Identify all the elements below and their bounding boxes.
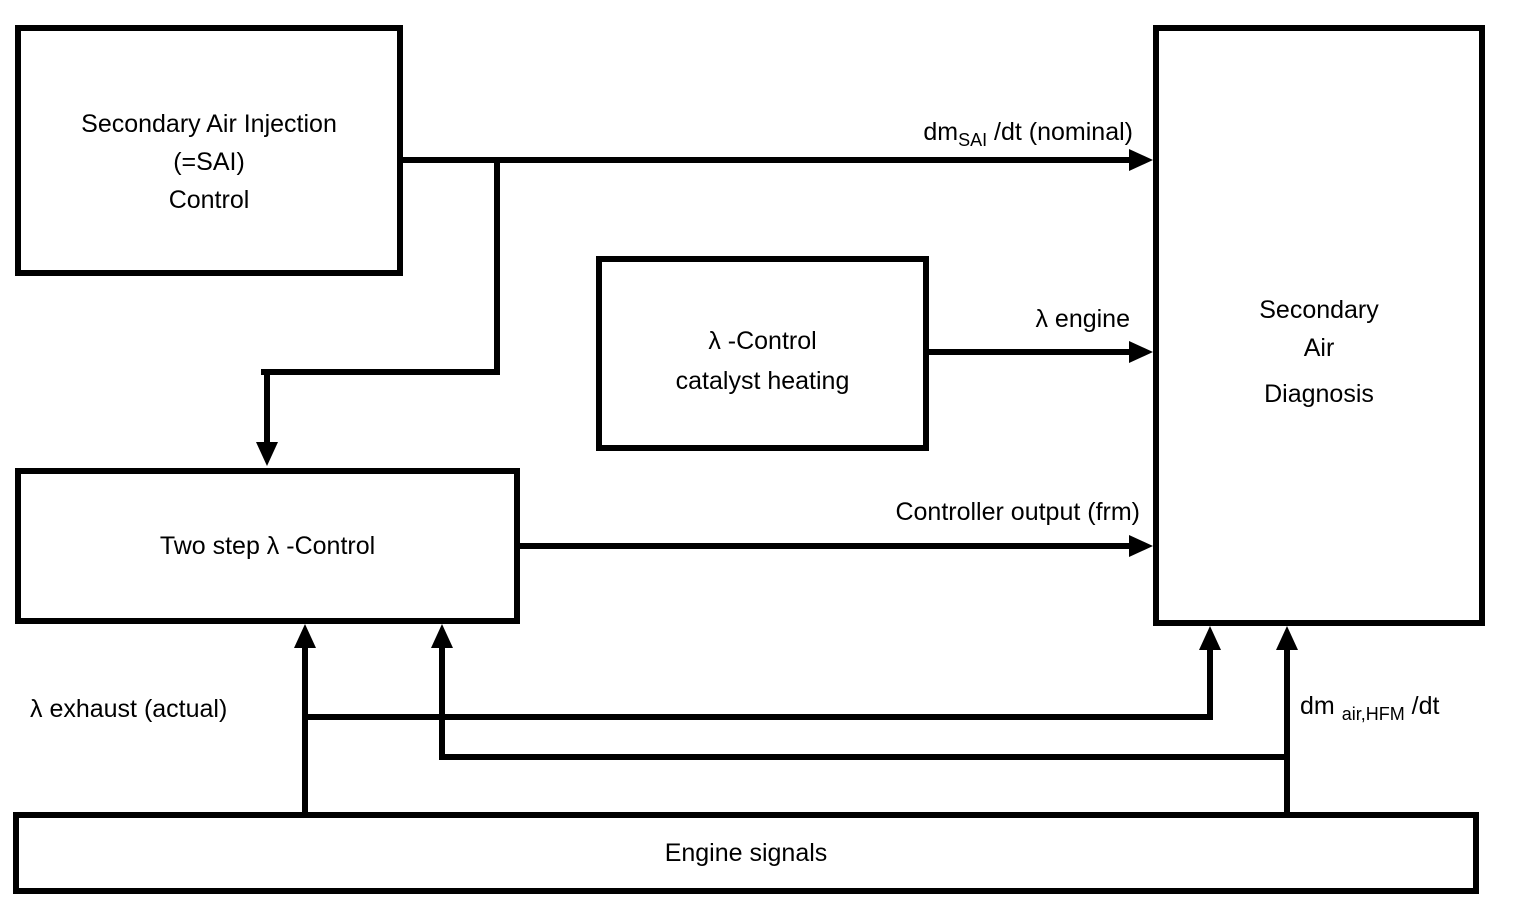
edge-dm-air-horizontal	[439, 754, 1290, 760]
edge-lambda-exhaust-vertical-left	[302, 646, 308, 812]
edge-dm-air-vertical-left	[439, 646, 445, 760]
node-diagnosis-line-1: Secondary	[1259, 295, 1379, 324]
node-secondary-air-diagnosis: Secondary Air Diagnosis	[1153, 25, 1485, 626]
edge-label-controller-output: Controller output (frm)	[895, 498, 1140, 526]
edge-dm-sai-line	[403, 157, 1131, 163]
node-catalyst-line-1: λ -Control	[708, 326, 817, 355]
node-catalyst-label: λ -Control catalyst heating	[676, 307, 850, 401]
edge-label-lambda-engine: λ engine	[1035, 305, 1130, 333]
node-diagnosis-label: Secondary Air Diagnosis	[1259, 239, 1379, 413]
edge-label-dm-sai-subscript: SAI	[958, 130, 988, 150]
node-engine-signals: Engine signals	[13, 812, 1479, 894]
node-sai-control-label: Secondary Air Injection (=SAI) Control	[81, 83, 337, 219]
edge-sai-to-twostep-vertical-2	[264, 369, 270, 444]
node-sai-control-line-3: Control	[168, 185, 250, 214]
arrowhead-sai-to-twostep-icon	[256, 442, 278, 466]
arrowhead-controller-output-icon	[1129, 535, 1153, 557]
arrowhead-lambda-engine-icon	[1129, 341, 1153, 363]
edge-sai-to-twostep-vertical-1	[494, 157, 500, 375]
edge-controller-output-line	[520, 543, 1131, 549]
node-sai-control: Secondary Air Injection (=SAI) Control	[15, 25, 403, 276]
arrowhead-dm-sai-icon	[1129, 149, 1153, 171]
edge-label-dm-air-rest: /dt	[1404, 692, 1440, 720]
edge-sai-to-twostep-horizontal	[261, 369, 500, 375]
node-sai-control-line-2: (=SAI)	[173, 147, 245, 176]
node-engine-signals-label: Engine signals	[664, 839, 828, 867]
node-sai-control-line-1: Secondary Air Injection	[81, 109, 337, 138]
node-lambda-control-catalyst-heating: λ -Control catalyst heating	[596, 256, 929, 451]
node-catalyst-line-2: catalyst heating	[675, 366, 850, 395]
edge-label-dm-sai-base: dm	[923, 118, 959, 146]
arrowhead-lambda-exhaust-twostep-icon	[294, 624, 316, 648]
edge-label-dm-sai-rest: /dt (nominal)	[987, 118, 1133, 146]
edge-lambda-exhaust-horizontal	[302, 714, 1213, 720]
edge-label-dm-air-base: dm	[1300, 692, 1342, 720]
edge-label-dm-air-hfm: dm air,HFM /dt	[1300, 692, 1439, 725]
edge-label-dm-air-subscript: air,HFM	[1341, 704, 1405, 724]
node-diagnosis-line-3: Diagnosis	[1264, 379, 1374, 408]
arrowhead-lambda-exhaust-diagnosis-icon	[1199, 626, 1221, 650]
arrowhead-dm-air-twostep-icon	[431, 624, 453, 648]
arrowhead-dm-air-diagnosis-icon	[1276, 626, 1298, 650]
edge-label-lambda-exhaust: λ exhaust (actual)	[30, 695, 228, 723]
edge-lambda-engine-line	[929, 349, 1131, 355]
edge-label-dm-sai: dmSAI /dt (nominal)	[923, 118, 1133, 151]
node-two-step-lambda-control: Two step λ -Control	[15, 468, 520, 624]
node-diagnosis-line-2: Air	[1303, 333, 1335, 362]
edge-lambda-exhaust-vertical-right	[1207, 648, 1213, 720]
edge-dm-air-vertical-right	[1284, 650, 1290, 812]
node-two-step-label: Two step λ -Control	[159, 532, 376, 560]
